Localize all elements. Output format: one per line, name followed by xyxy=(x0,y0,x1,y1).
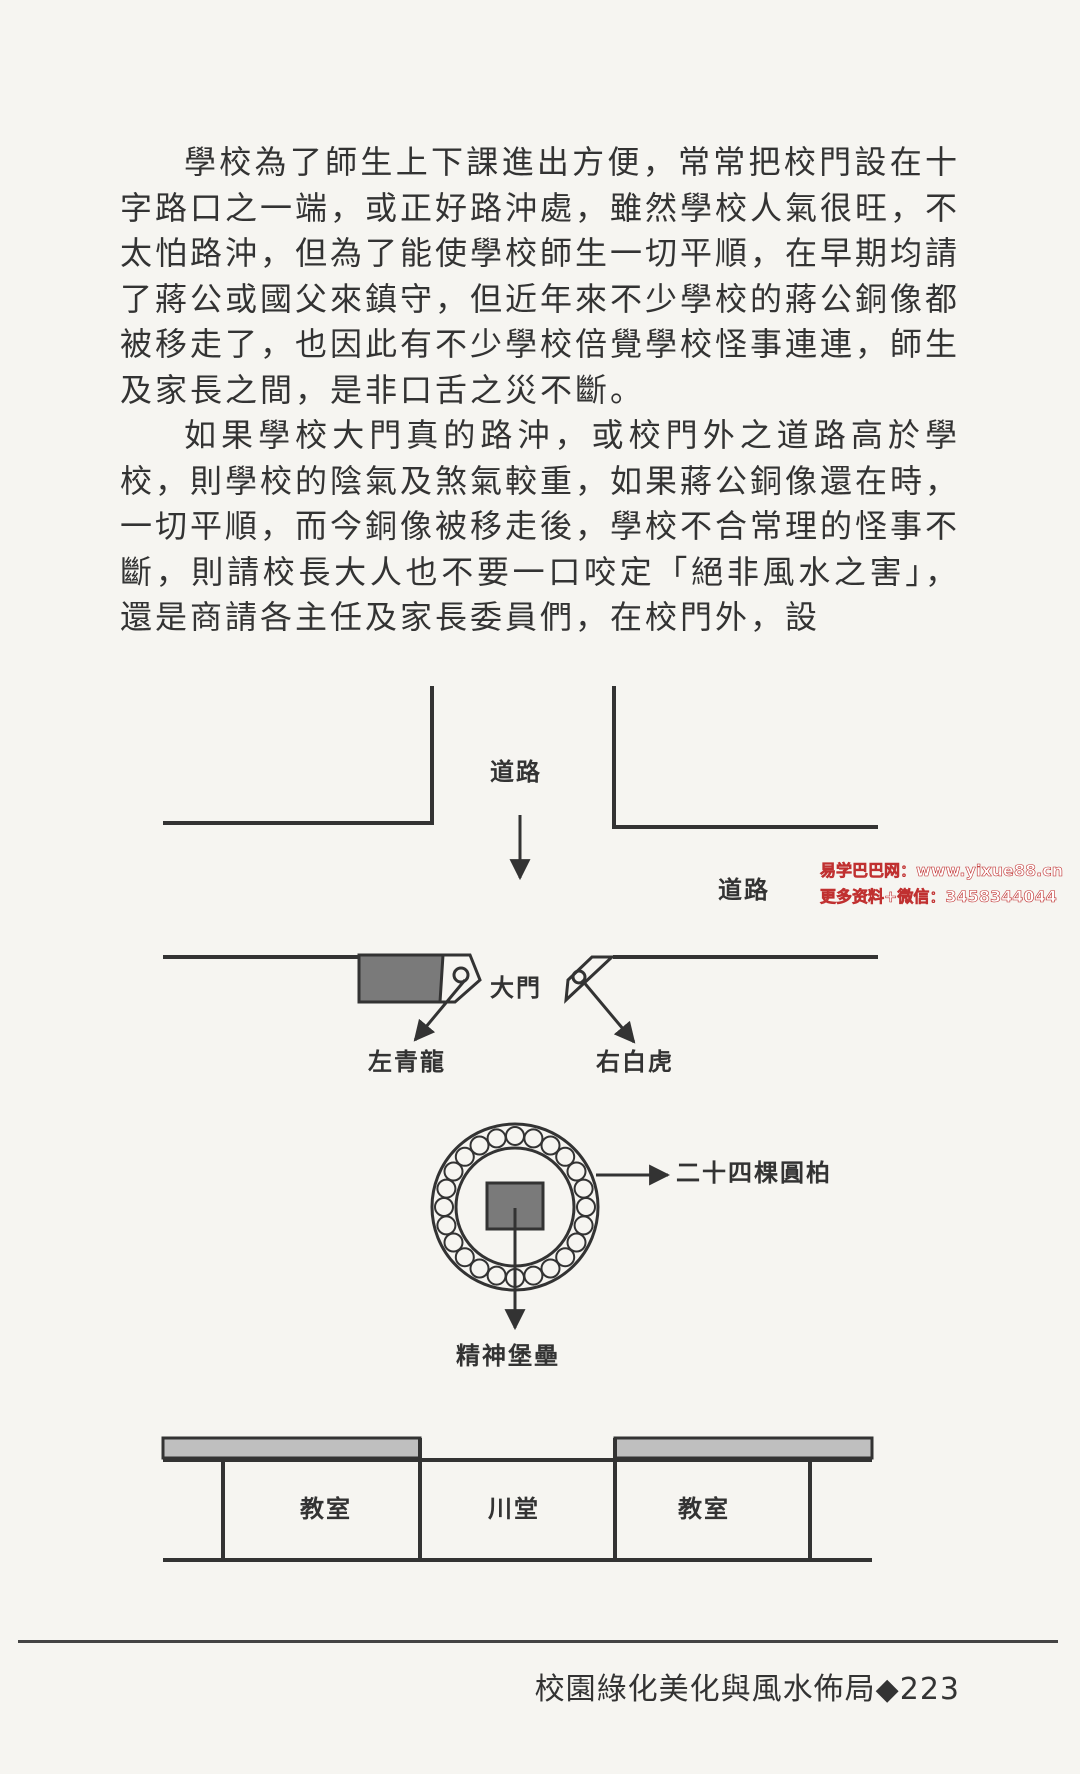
paragraph-2: 如果學校大門真的路沖，或校門外之道路高於學校，則學校的陰氣及煞氣較重，如果蔣公銅… xyxy=(120,416,961,636)
cypress-tree xyxy=(454,1247,475,1268)
label-fortress: 精神堡壘 xyxy=(456,1342,560,1370)
watermark-line-2: 更多资料+微信：3458344044 xyxy=(820,887,1057,907)
right-tiger-arrow xyxy=(580,979,636,1044)
cypress-tree xyxy=(555,1146,576,1167)
left-gate-leaf xyxy=(438,953,482,1004)
body-text: 學校為了師生上下課進出方便，常常把校門設在十字路口之一端，或正好路沖處，雖然學校… xyxy=(120,140,960,641)
book-title: 校園綠化美化與風水佈局 xyxy=(534,1672,876,1707)
cypress-tree xyxy=(540,1258,561,1279)
cypress-tree xyxy=(573,1215,594,1236)
left-dragon-arrow xyxy=(413,979,467,1042)
right-gate-leaf xyxy=(564,955,616,1004)
cypress-tree xyxy=(555,1247,576,1268)
corridor-left xyxy=(161,1436,422,1460)
label-classroom-left: 教室 xyxy=(300,1495,352,1523)
label-cypress: 二十四棵圓柏 xyxy=(676,1159,832,1187)
page-footer: 校園綠化美化與風水佈局◆223 xyxy=(535,1664,960,1708)
cypress-tree xyxy=(469,1135,490,1156)
cypress-tree xyxy=(573,1178,594,1199)
paragraph-1: 學校為了師生上下課進出方便，常常把校門設在十字路口之一端，或正好路沖處，雖然學校… xyxy=(120,143,961,409)
right-gate-hinge-icon xyxy=(571,969,587,985)
cypress-tree xyxy=(523,1128,544,1149)
cypress-tree xyxy=(523,1265,544,1286)
page-number: 223 xyxy=(899,1672,960,1707)
cypress-tree xyxy=(540,1135,561,1156)
label-hall: 川堂 xyxy=(488,1495,540,1523)
label-gate: 大門 xyxy=(490,974,542,1002)
cypress-tree xyxy=(566,1161,587,1182)
cypress-tree xyxy=(454,1146,475,1167)
cypress-tree xyxy=(505,1126,525,1146)
cypress-tree xyxy=(486,1128,507,1149)
cypress-tree xyxy=(486,1265,507,1286)
cypress-tree xyxy=(436,1178,457,1199)
cypress-tree xyxy=(434,1197,454,1217)
road-edge-right xyxy=(612,686,878,829)
label-road-horizontal: 道路 xyxy=(718,876,770,904)
school-gate-diagram: 道路 道路 大門 左青龍 右白虎 二十四棵圓柏 精神堡壘 教室 川堂 教室 xyxy=(161,686,878,1562)
corridor-right xyxy=(613,1436,874,1460)
watermark-line-1: 易学巴巴网：www.yixue88.cn xyxy=(820,861,1064,881)
cypress-tree xyxy=(469,1258,490,1279)
label-classroom-right: 教室 xyxy=(678,1495,730,1523)
cypress-tree xyxy=(443,1232,464,1253)
cypress-tree xyxy=(443,1161,464,1182)
road-edge-left xyxy=(163,686,434,825)
cypress-trees xyxy=(434,1126,596,1288)
cypress-tree xyxy=(566,1232,587,1253)
cypress-tree xyxy=(576,1197,596,1217)
diamond-icon: ◆ xyxy=(875,1672,900,1707)
label-road-vertical: 道路 xyxy=(490,758,542,786)
left-gate-panel xyxy=(357,953,445,1004)
label-left-dragon: 左青龍 xyxy=(368,1048,446,1076)
cypress-tree xyxy=(436,1215,457,1236)
left-gate-hinge-icon xyxy=(452,966,470,984)
footer-rule xyxy=(18,1640,1058,1643)
label-right-tiger: 右白虎 xyxy=(596,1048,674,1076)
